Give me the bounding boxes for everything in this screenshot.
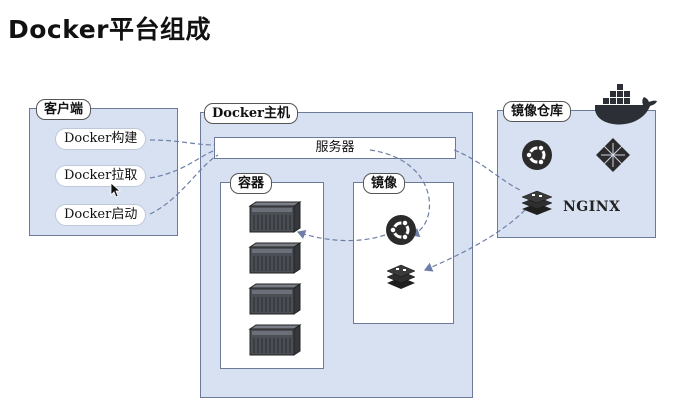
command-build: Docker构建 — [55, 128, 147, 150]
container-server-icon-2 — [249, 242, 301, 274]
container-server-icon-3 — [249, 283, 301, 315]
mouse-cursor-icon — [110, 182, 122, 198]
ubuntu-image-icon — [386, 215, 416, 245]
container-server-icon-4 — [249, 324, 301, 356]
registry-panel — [497, 110, 656, 238]
client-label: 客户端 — [36, 99, 92, 120]
docker-whale-icon — [595, 84, 657, 125]
container-server-icon-1 — [249, 201, 301, 233]
arrow-registry-to-image — [423, 209, 526, 272]
arrow-daemon-to-registry — [453, 149, 521, 191]
arrow-build — [149, 139, 215, 146]
registry-ubuntu-icon — [522, 140, 552, 170]
command-run: Docker启动 — [55, 204, 147, 226]
command-pull: Docker拉取 — [55, 165, 147, 187]
containers-label: 容器 — [230, 173, 273, 194]
arrow-run — [149, 154, 219, 215]
daemon-box: 服务器 — [214, 137, 456, 159]
registry-label: 镜像仓库 — [503, 101, 572, 122]
redis-image-icon — [386, 264, 416, 289]
registry-centos-icon — [596, 138, 630, 172]
images-panel — [353, 182, 454, 324]
page-title: Docker平台组成 — [8, 15, 211, 44]
registry-redis-icon — [521, 190, 553, 215]
images-label: 镜像 — [363, 173, 406, 194]
arrow-pull — [149, 149, 217, 179]
docker-host-label: Docker主机 — [204, 103, 298, 124]
arrow-image-to-container — [296, 229, 386, 242]
nginx-label: NGINX — [563, 199, 621, 215]
arrow-daemon-to-image — [369, 149, 431, 238]
